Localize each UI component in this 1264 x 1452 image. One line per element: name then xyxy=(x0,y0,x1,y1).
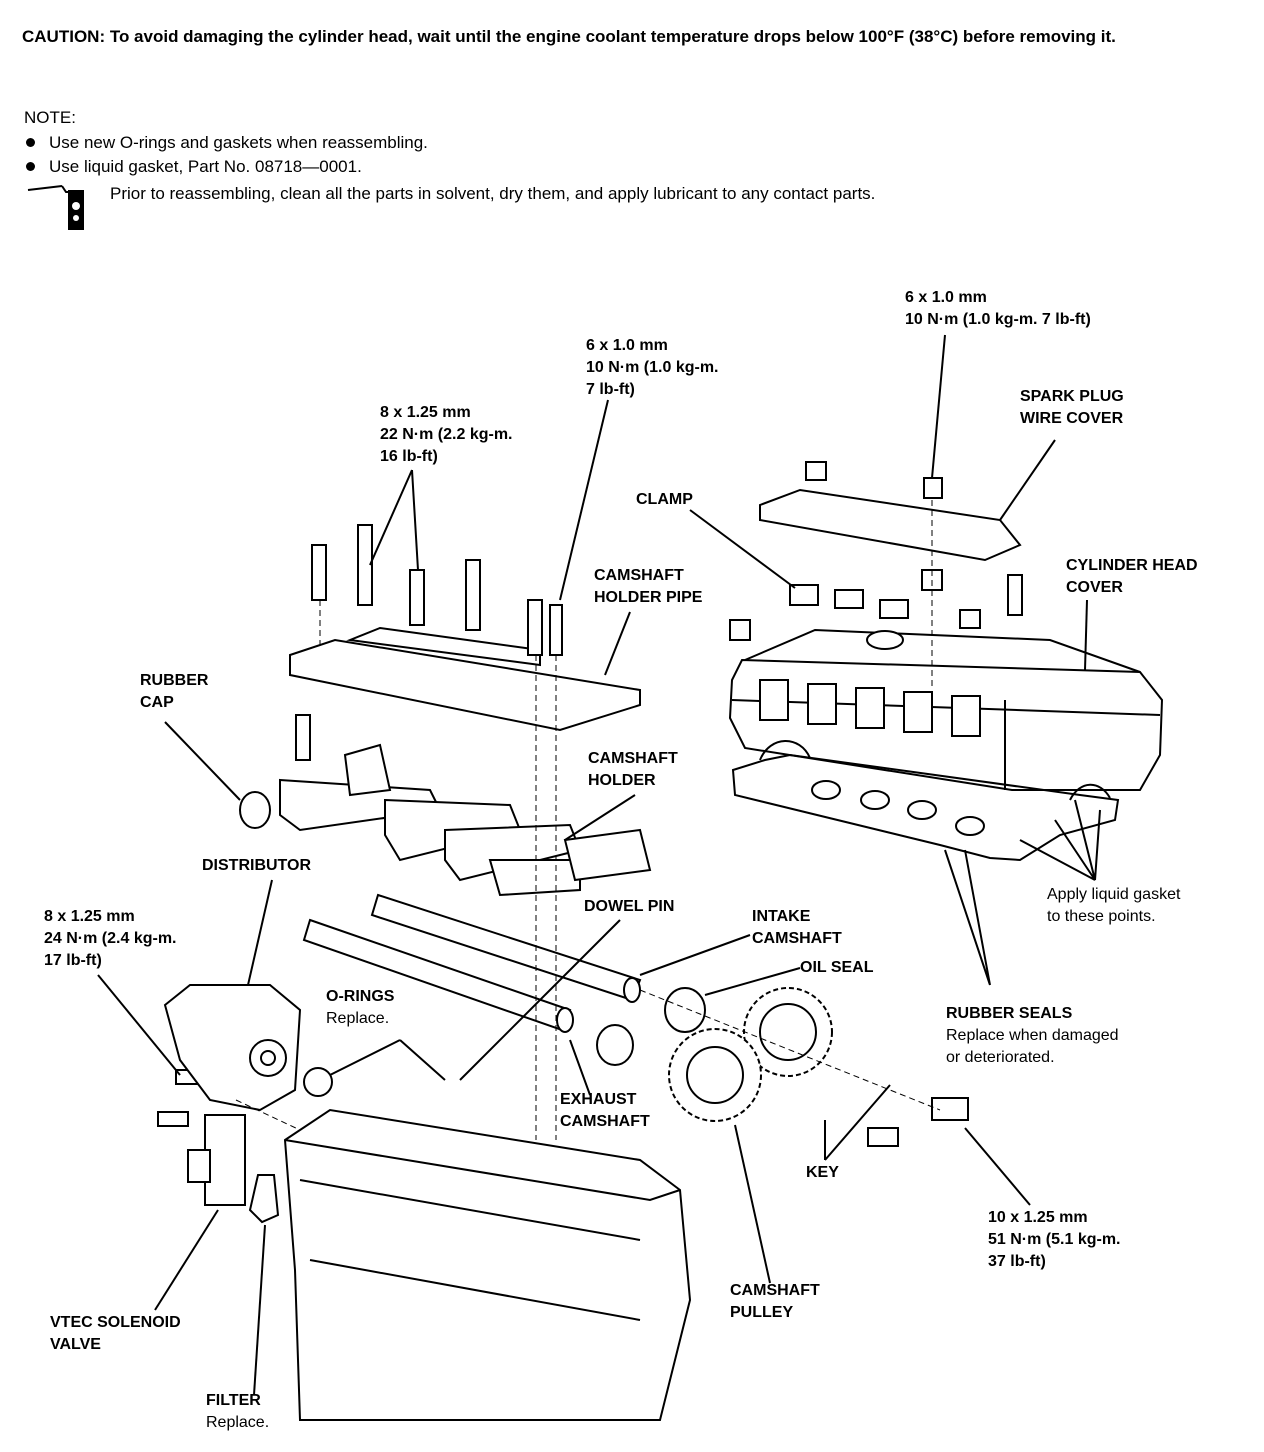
rubber-seals-label: RUBBER SEALS Replace when damaged or det… xyxy=(946,1003,1119,1069)
label-line: CAMSHAFT xyxy=(752,930,842,947)
label-line: INTAKE xyxy=(752,908,811,925)
distributor-label: DISTRIBUTOR xyxy=(202,855,311,877)
label-line: RUBBER xyxy=(140,672,209,689)
spec-line: 6 x 1.0 mm xyxy=(905,289,987,306)
spark-plug-wire-cover-part xyxy=(759,461,1022,591)
label-line: O-RINGS xyxy=(326,988,395,1005)
label-line: to these points. xyxy=(1047,908,1156,925)
callout-arrows xyxy=(97,334,1101,1396)
camshaft-holder-label: CAMSHAFT HOLDER xyxy=(588,748,678,792)
spec-line: 7 lb-ft) xyxy=(586,381,635,398)
label-line: SPARK PLUG xyxy=(1020,388,1124,405)
label-line: WIRE COVER xyxy=(1020,410,1124,427)
centerlines xyxy=(235,500,941,1140)
rubber-cap-label: RUBBER CAP xyxy=(140,670,208,714)
label-line: CAMSHAFT xyxy=(730,1282,820,1299)
label-line: VTEC SOLENOID xyxy=(50,1314,181,1331)
o-rings-label: O-RINGS Replace. xyxy=(326,986,394,1030)
spec-line: 24 N·m (2.4 kg-m. xyxy=(44,930,177,947)
bolt-10x125-51nm-label: 10 x 1.25 mm 51 N·m (5.1 kg-m. 37 lb-ft) xyxy=(988,1207,1120,1273)
spec-line: 37 lb-ft) xyxy=(988,1253,1046,1270)
filter-label: FILTER Replace. xyxy=(206,1390,269,1434)
cover-gasket-part xyxy=(731,740,1120,862)
intake-camshaft-label: INTAKE CAMSHAFT xyxy=(752,906,842,950)
bolt-6x10-center-label: 6 x 1.0 mm 10 N·m (1.0 kg-m. 7 lb-ft) xyxy=(586,335,718,401)
note-heading: NOTE: xyxy=(24,108,76,127)
label-line: DOWEL PIN xyxy=(584,898,675,915)
bolts xyxy=(157,524,1023,1147)
oil-seal-label: OIL SEAL xyxy=(800,957,874,979)
label-line: CAMSHAFT xyxy=(560,1113,650,1130)
caution-text: CAUTION: To avoid damaging the cylinder … xyxy=(22,27,1116,46)
label-line: FILTER xyxy=(206,1392,261,1409)
label-line: or deteriorated. xyxy=(946,1049,1055,1066)
spec-line: 6 x 1.0 mm xyxy=(586,337,668,354)
note-item-text: Use liquid gasket, Part No. 08718—0001. xyxy=(49,157,362,176)
camshaft-pulley-label: CAMSHAFT PULLEY xyxy=(730,1280,820,1324)
camshaft-holder-part xyxy=(239,743,652,897)
cylinder-head-cover-part xyxy=(728,628,1164,791)
bolt-6x10-top-label: 6 x 1.0 mm 10 N·m (1.0 kg-m. 7 lb-ft) xyxy=(905,287,1091,331)
label-line: DISTRIBUTOR xyxy=(202,857,312,874)
bolt-8x125-22nm-label: 8 x 1.25 mm 22 N·m (2.2 kg-m. 16 lb-ft) xyxy=(380,402,512,468)
distributor-part xyxy=(163,984,302,1112)
label-line: KEY xyxy=(806,1164,839,1181)
spec-line: 51 N·m (5.1 kg-m. xyxy=(988,1231,1121,1248)
note-list: Use new O-rings and gaskets when reassem… xyxy=(24,131,428,179)
label-line: COVER xyxy=(1066,579,1123,596)
label-line: EXHAUST xyxy=(560,1091,637,1108)
vtec-solenoid-part xyxy=(187,1114,280,1224)
label-line: HOLDER xyxy=(588,772,656,789)
spec-line: 10 N·m (1.0 kg-m. 7 lb-ft) xyxy=(905,311,1091,328)
dowel-pin-label: DOWEL PIN xyxy=(584,896,674,918)
camshaft-holder-pipe-label: CAMSHAFT HOLDER PIPE xyxy=(594,565,702,609)
spec-line: 10 x 1.25 mm xyxy=(988,1209,1088,1226)
cylinder-head-cover-label: CYLINDER HEAD COVER xyxy=(1066,555,1198,599)
apply-liquid-gasket-label: Apply liquid gasket to these points. xyxy=(1047,884,1180,928)
spec-line: 17 lb-ft) xyxy=(44,952,102,969)
vtec-solenoid-valve-label: VTEC SOLENOID VALVE xyxy=(50,1312,181,1356)
key-label: KEY xyxy=(806,1162,839,1184)
label-line: PULLEY xyxy=(730,1304,794,1321)
label-line: CAMSHAFT xyxy=(588,750,678,767)
bullet-icon xyxy=(26,138,35,147)
bolt-8x125-24nm-label: 8 x 1.25 mm 24 N·m (2.4 kg-m. 17 lb-ft) xyxy=(44,906,176,972)
spec-line: 8 x 1.25 mm xyxy=(380,404,471,421)
label-line: CAP xyxy=(140,694,174,711)
label-line: CYLINDER HEAD xyxy=(1066,557,1198,574)
camshaft-holder-pipe-part xyxy=(289,626,641,732)
spark-plug-wire-cover-label: SPARK PLUG WIRE COVER xyxy=(1020,386,1124,430)
label-line: Replace. xyxy=(206,1414,270,1431)
label-line: RUBBER SEALS xyxy=(946,1005,1073,1022)
intake-camshaft-part xyxy=(370,893,642,1003)
note-item: Use liquid gasket, Part No. 08718—0001. xyxy=(24,155,428,179)
label-line: CLAMP xyxy=(636,491,693,508)
clamps-part xyxy=(729,584,981,641)
oil-can-icon xyxy=(27,185,84,230)
spec-line: 10 N·m (1.0 kg-m. xyxy=(586,359,719,376)
seals-and-pulleys xyxy=(303,987,833,1122)
label-line: Replace. xyxy=(326,1010,390,1027)
label-line: OIL SEAL xyxy=(800,959,874,976)
label-line: Replace when damaged xyxy=(946,1027,1119,1044)
label-line: Apply liquid gasket xyxy=(1047,886,1181,903)
label-line: CAMSHAFT xyxy=(594,567,684,584)
label-line: VALVE xyxy=(50,1336,101,1353)
spec-line: 22 N·m (2.2 kg-m. xyxy=(380,426,513,443)
cylinder-head-part xyxy=(283,1108,692,1421)
label-line: HOLDER PIPE xyxy=(594,589,703,606)
lubricant-note: Prior to reassembling, clean all the par… xyxy=(110,184,876,203)
note-item: Use new O-rings and gaskets when reassem… xyxy=(24,131,428,155)
exhaust-camshaft-label: EXHAUST CAMSHAFT xyxy=(560,1089,650,1133)
bullet-icon xyxy=(26,162,35,171)
exhaust-camshaft-part xyxy=(302,918,574,1033)
clamp-label: CLAMP xyxy=(636,489,693,511)
spec-line: 8 x 1.25 mm xyxy=(44,908,135,925)
note-item-text: Use new O-rings and gaskets when reassem… xyxy=(49,133,428,152)
spec-line: 16 lb-ft) xyxy=(380,448,438,465)
